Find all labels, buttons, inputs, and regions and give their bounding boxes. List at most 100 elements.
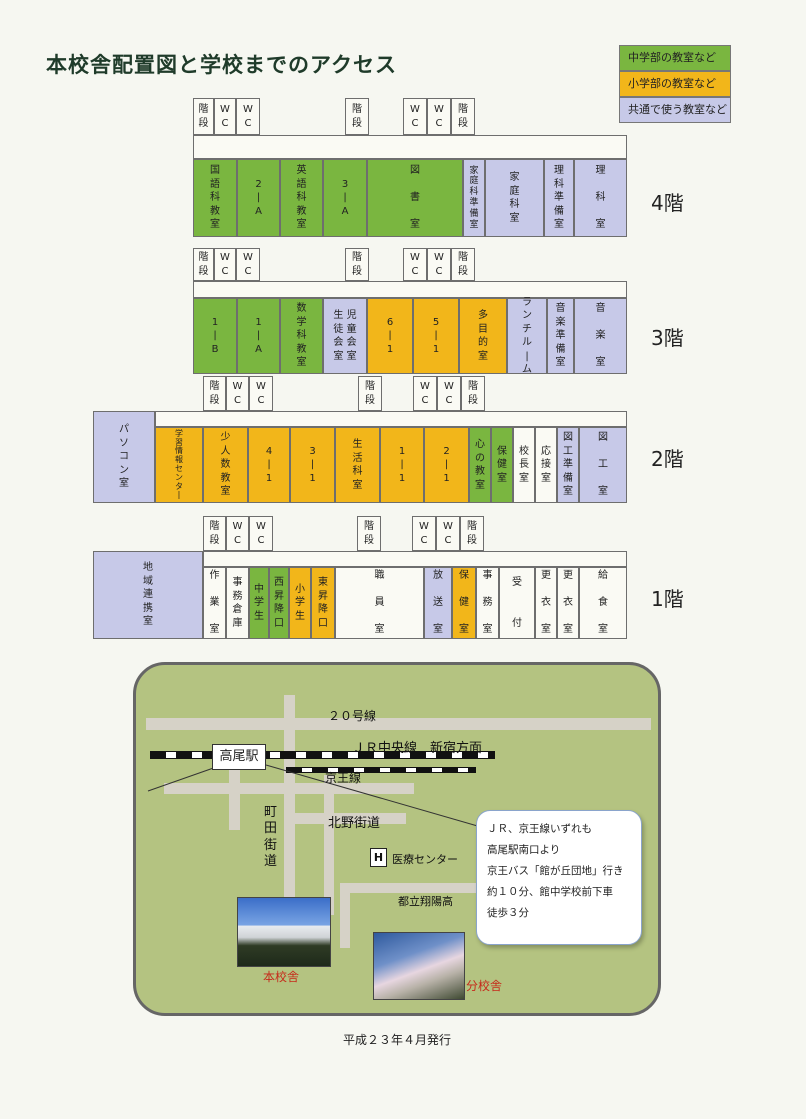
- room: 図 工 準 備 室: [557, 427, 579, 503]
- room: 事 務 室: [476, 567, 499, 639]
- room: 図 工 室: [579, 427, 627, 503]
- room: 理 科 準 備 室: [544, 159, 574, 237]
- room: 放 送 室: [424, 567, 452, 639]
- wc-cell: W C: [214, 248, 236, 281]
- road-short: [229, 770, 240, 830]
- wc-cell: W C: [427, 248, 451, 281]
- room: 作 業 室: [203, 567, 226, 639]
- rail-jr: [150, 751, 495, 759]
- callout-pointer: [147, 764, 482, 828]
- stairs-cell: 階 段: [193, 248, 214, 281]
- room: 3 | A: [323, 159, 367, 237]
- rail-keio: [286, 767, 476, 773]
- room: 1 | 1: [380, 427, 424, 503]
- label-jr-line: ＪＲ中央線 新宿方面: [352, 741, 483, 756]
- wc-cell: W C: [226, 376, 249, 411]
- wc-cell: W C: [403, 98, 427, 135]
- legend-elementary: 小学部の教室など: [619, 71, 731, 97]
- label-keio-line: 京王線: [325, 771, 362, 785]
- floor-label: 1階: [651, 587, 684, 611]
- stairs-cell: 階 段: [203, 516, 226, 551]
- room: 多 目 的 室: [459, 298, 507, 374]
- room: 音 楽 準 備 室: [547, 298, 574, 374]
- room: 保 健 室: [452, 567, 476, 639]
- room: 3 | 1: [290, 427, 335, 503]
- stairs-cell: 階 段: [193, 98, 214, 135]
- room-library: 図 書 室: [367, 159, 463, 237]
- page-title: 本校舎配置図と学校までのアクセス: [46, 53, 397, 77]
- main-school-photo: [237, 897, 331, 967]
- room: 少 人 数 教 室: [203, 427, 248, 503]
- room: 4 | 1: [248, 427, 290, 503]
- stairs-cell: 階 段: [203, 376, 226, 411]
- room: 職 員 室: [335, 567, 424, 639]
- corridor: [193, 135, 627, 159]
- access-callout: ＪＲ、京王線いずれも 高尾駅南口より 京王バス「館が丘団地」行き 約１０分、館中…: [476, 810, 642, 945]
- road-kitano: [286, 813, 406, 824]
- room: 2 | 1: [424, 427, 469, 503]
- room: 6 | 1: [367, 298, 413, 374]
- stairs-cell: 階 段: [460, 516, 484, 551]
- room: 英 語 科 教 室: [280, 159, 323, 237]
- room: 地 域 連 携 室: [93, 551, 203, 639]
- access-map: ２０号線 ＪＲ中央線 新宿方面 高尾駅 京王線 町 田 街 道 北野街道 H 医…: [133, 662, 661, 1016]
- room: 生 活 科 室: [335, 427, 380, 503]
- wc-cell: W C: [437, 376, 461, 411]
- road-vertical: [284, 695, 295, 910]
- room: 東 昇 降 口: [311, 567, 335, 639]
- legend: 中学部の教室など 小学部の教室など 共通で使う教室など: [619, 45, 731, 123]
- corridor: [155, 411, 627, 427]
- room: 更 衣 室: [535, 567, 557, 639]
- pointer-line-right: [265, 764, 482, 828]
- wc-cell: W C: [214, 98, 236, 135]
- wc-cell: W C: [436, 516, 460, 551]
- road-route-20: [146, 718, 651, 730]
- stairs-cell: 階 段: [345, 248, 369, 281]
- wc-cell: W C: [249, 376, 273, 411]
- room: 校 長 室: [513, 427, 535, 503]
- floor-label: 3階: [651, 326, 684, 350]
- wc-cell: W C: [403, 248, 427, 281]
- wc-cell: W C: [236, 248, 260, 281]
- label-medical-center: 医療センター: [392, 853, 458, 866]
- floor-label: 2階: [651, 447, 684, 471]
- label-kitano-road: 北野街道: [328, 816, 381, 831]
- stairs-cell: 階 段: [345, 98, 369, 135]
- label-shoyo-high: 都立翔陽高: [398, 895, 453, 908]
- room: 2 | A: [237, 159, 280, 237]
- corridor: [193, 281, 627, 298]
- floor-label: 4階: [651, 191, 684, 215]
- room: 更 衣 室: [557, 567, 579, 639]
- legend-junior-high: 中学部の教室など: [619, 45, 731, 71]
- room: パ ソ コ ン 室: [93, 411, 155, 503]
- stairs-cell: 階 段: [451, 98, 475, 135]
- room: 1 | A: [237, 298, 280, 374]
- label-branch-school: 分校舎: [466, 979, 503, 993]
- room: 1 | B: [193, 298, 237, 374]
- legend-common: 共通で使う教室など: [619, 97, 731, 123]
- room: ラ ン チ ル | ム: [507, 297, 547, 375]
- stairs-cell: 階 段: [451, 248, 475, 281]
- wc-cell: W C: [413, 376, 437, 411]
- room: 事 務 倉 庫: [226, 567, 249, 639]
- room: 5 | 1: [413, 298, 459, 374]
- room: 生 児 徒 童 会 会 室 室: [323, 298, 367, 374]
- wc-cell: W C: [427, 98, 451, 135]
- label-machida-road: 町 田 街 道: [264, 805, 278, 869]
- room: 給 食 室: [579, 567, 627, 639]
- wc-cell: W C: [412, 516, 436, 551]
- road-keio-side: [164, 783, 414, 794]
- room: 西 昇 降 口: [269, 567, 289, 639]
- room: 応 接 室: [535, 427, 557, 503]
- station-box: 高尾駅: [212, 744, 266, 770]
- room: 音 楽 室: [574, 298, 627, 374]
- road-lower-v: [340, 883, 350, 948]
- room: 学 習 情 報 セ ン タ |: [155, 427, 203, 503]
- room: 国 語 科 教 室: [193, 159, 237, 237]
- hospital-icon: H: [370, 848, 387, 867]
- room: 数 学 科 教 室: [280, 298, 323, 374]
- road-machida: [324, 775, 334, 915]
- room: 心 の 教 室: [469, 427, 491, 503]
- footer-issue-date: 平成２３年４月発行: [343, 1033, 452, 1047]
